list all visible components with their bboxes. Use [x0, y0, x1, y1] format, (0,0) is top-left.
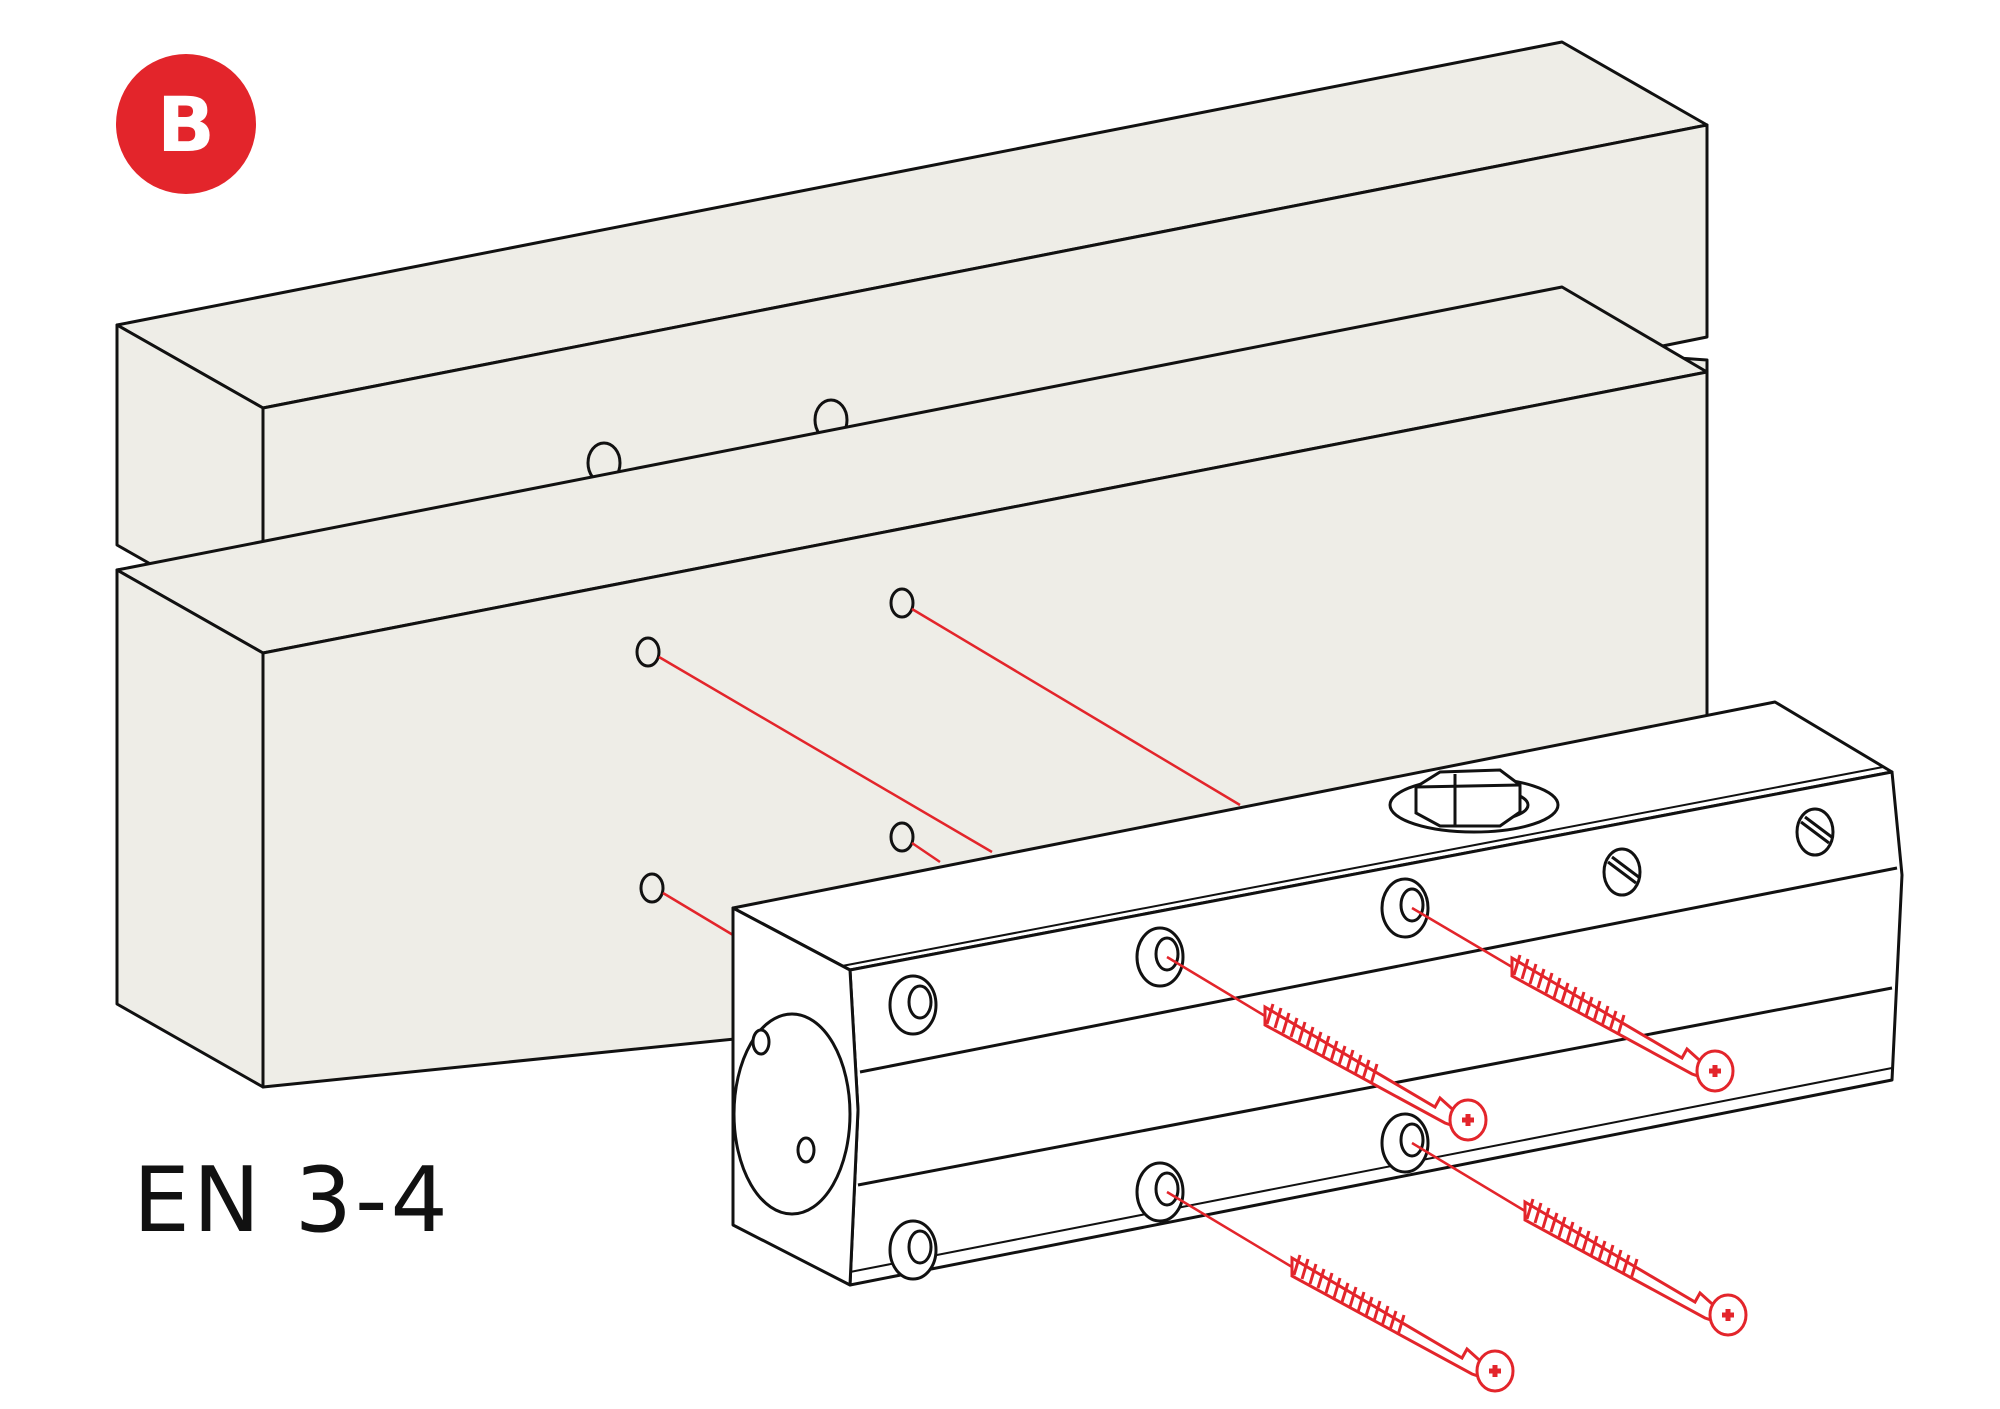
- door-closer-body: [731, 700, 1904, 1287]
- end-cap-hole: [796, 1136, 816, 1164]
- closer-end-cap: [732, 1012, 852, 1216]
- closer-hole: [1135, 1161, 1185, 1223]
- door-mounting-hole: [635, 636, 661, 668]
- guide-line: [1411, 1141, 1526, 1213]
- guide-line: [662, 891, 734, 937]
- door-mounting-hole: [889, 821, 915, 853]
- closer-groove: [849, 1067, 1893, 1273]
- spindle-nut-icon: [1388, 768, 1560, 834]
- closer-size-caption: EN 3-4: [133, 1148, 451, 1253]
- closer-groove: [841, 766, 1884, 967]
- guide-line: [658, 655, 993, 854]
- guide-line: [1166, 955, 1266, 1018]
- adjustment-valve-icon: [1795, 807, 1835, 857]
- step-badge-label: B: [157, 79, 215, 169]
- door-left-face: [115, 568, 265, 1089]
- step-badge: B: [116, 54, 256, 194]
- closer-hole: [888, 1219, 938, 1281]
- guide-line: [1411, 906, 1513, 969]
- closer-hole: [1380, 1112, 1430, 1174]
- closer-hole: [888, 974, 938, 1036]
- guide-line: [911, 607, 1241, 807]
- alignment-guides: [658, 607, 1241, 937]
- phillips-screw-icon: [1292, 1255, 1513, 1391]
- closer-screw-holes: [888, 877, 1430, 1281]
- door-mounting-hole: [639, 872, 665, 904]
- guide-line: [911, 841, 941, 864]
- adjustment-valve-icon: [1602, 847, 1642, 897]
- phillips-screw-icon: [1525, 1199, 1746, 1335]
- closer-groove: [859, 866, 1898, 1074]
- closer-hole: [1135, 926, 1185, 988]
- closer-hole: [1380, 877, 1430, 939]
- end-cap-hole: [751, 1028, 771, 1056]
- screw-guides: [1166, 906, 1526, 1269]
- door-mounting-hole: [889, 587, 915, 619]
- guide-line: [1166, 1190, 1293, 1269]
